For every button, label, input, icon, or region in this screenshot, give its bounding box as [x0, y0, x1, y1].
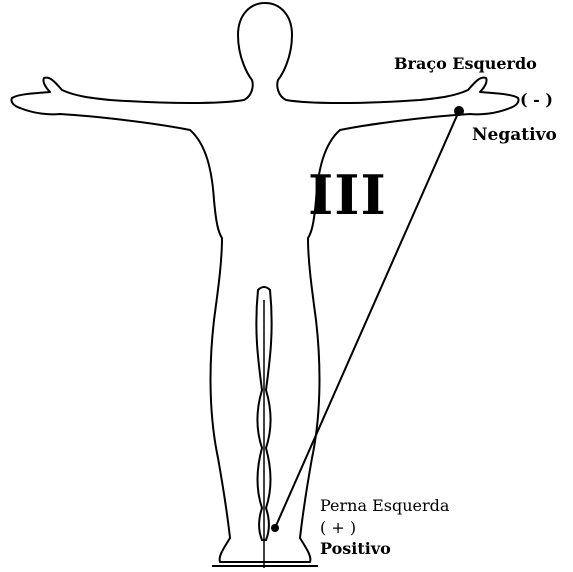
negative-label: Negativo [472, 127, 557, 144]
left-arm-electrode [454, 106, 464, 116]
lead-label: III [308, 168, 387, 222]
left-arm-label: Braço Esquerdo [394, 56, 537, 72]
body-outline [11, 3, 518, 562]
positive-label: Positivo [320, 541, 391, 557]
left-leg-label: Perna Esquerda [320, 498, 449, 514]
left-arm-sign-label: ( - ) [520, 92, 553, 108]
left-leg-sign-label: ( + ) [320, 520, 356, 536]
left-leg-electrode [271, 524, 279, 532]
